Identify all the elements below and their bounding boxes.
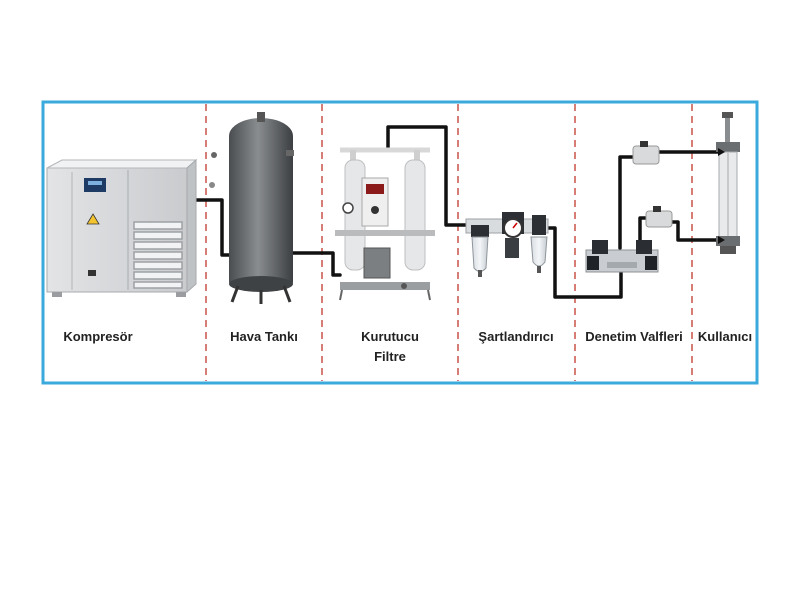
label-kullanici: Kullanıcı [697,329,753,344]
pipe-dryer-to-conditioner [386,125,468,227]
label-hava-tanki: Hava Tankı [230,329,298,344]
pipe-tank-to-dryer [290,251,342,277]
pipe-compressor-to-tank [188,198,234,257]
label-denetim-valfleri: Denetim Valfleri [585,329,683,344]
pipe-conditioner-to-valves [546,226,623,299]
arrow-to-cylinder-bottom [718,236,725,244]
label-kurutucu: Kurutucu [361,329,419,344]
pipe-valve-to-cylinder-top [618,155,635,250]
arrow-to-cylinder-top [718,148,725,156]
pipe-valve-to-cylinder-bottom-b [670,220,720,242]
control-valve-icon [585,141,673,273]
label-filtre: Filtre [374,349,406,364]
pipe-valve-to-cylinder-bottom [638,216,650,250]
stage-dividers [205,104,693,381]
dryer-filter-icon [335,147,435,301]
label-kompresor: Kompresör [63,329,133,344]
air-pipes [188,125,720,299]
pneumatic-cylinder-icon [716,112,740,254]
frl-conditioner-icon [465,212,549,277]
air-tank-icon [209,112,294,304]
compressor-icon [46,158,198,297]
label-sartlandirici: Şartlandırıcı [478,329,554,344]
